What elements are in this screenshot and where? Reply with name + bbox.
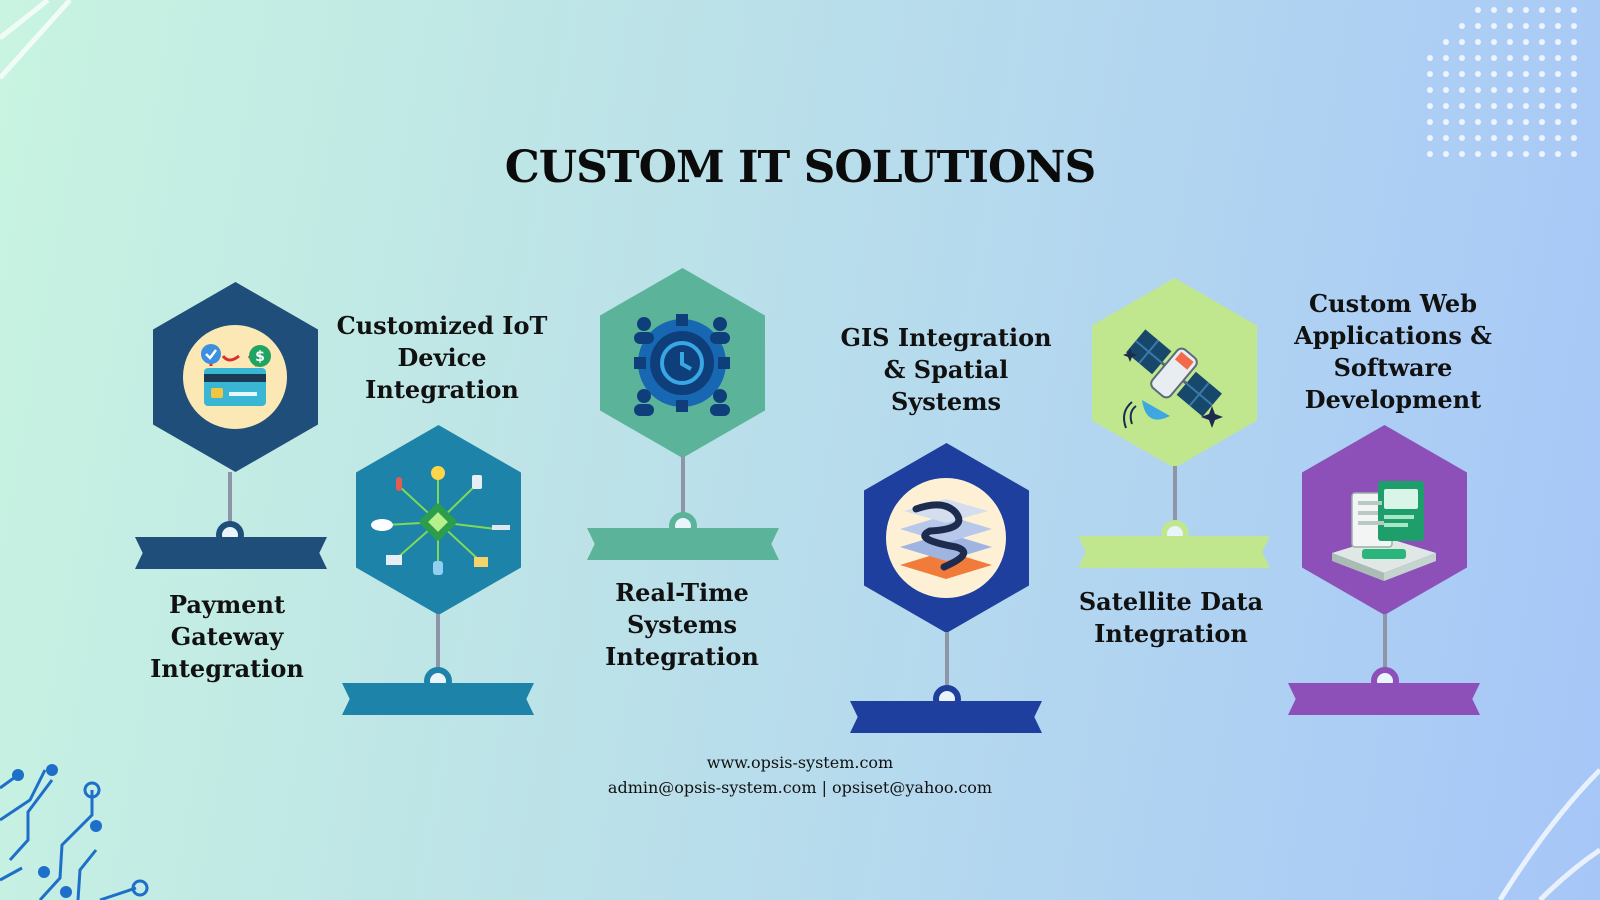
solution-label: Custom Web Applications & Software Devel…: [1294, 289, 1492, 414]
connector-stem: [681, 456, 685, 514]
website-link[interactable]: www.opsis-system.com: [706, 753, 894, 772]
connector-stem: [945, 632, 949, 702]
ribbon-banner: [135, 537, 327, 569]
map-layers-icon: [886, 478, 1006, 598]
svg-text:$: $: [255, 349, 265, 365]
connector-stem: [1173, 466, 1177, 522]
solution-label: Payment Gateway Integration: [150, 590, 304, 683]
solution-label: Customized IoT Device Integration: [336, 311, 548, 404]
iot-chip-icon: [371, 466, 510, 575]
ribbon-banner: [1288, 683, 1480, 715]
ribbon-banner: [1078, 536, 1270, 568]
payment-card-icon: $: [183, 325, 287, 429]
contact-info: www.opsis-system.com admin@opsis-system.…: [500, 750, 1100, 800]
page-title: CUSTOM IT SOLUTIONS: [504, 142, 1097, 193]
web-app-icon: [1332, 481, 1436, 581]
solution-label: GIS Integration & Spatial Systems: [840, 323, 1052, 416]
connector-stem: [228, 472, 232, 524]
ribbon-banner: [850, 701, 1042, 733]
solution-label: Real-Time Systems Integration: [605, 578, 759, 671]
solution-label: Satellite Data Integration: [1078, 587, 1264, 648]
connector-stem: [436, 614, 440, 670]
satellite-icon: [1123, 329, 1223, 429]
realtime-gear-icon: [634, 314, 730, 416]
hexagon-badge: [864, 443, 1029, 633]
ribbon-banner: [342, 683, 534, 715]
connector-stem: [1383, 614, 1387, 682]
ribbon-banner: [587, 528, 779, 560]
email-addresses[interactable]: admin@opsis-system.com | opsiset@yahoo.c…: [607, 778, 993, 797]
